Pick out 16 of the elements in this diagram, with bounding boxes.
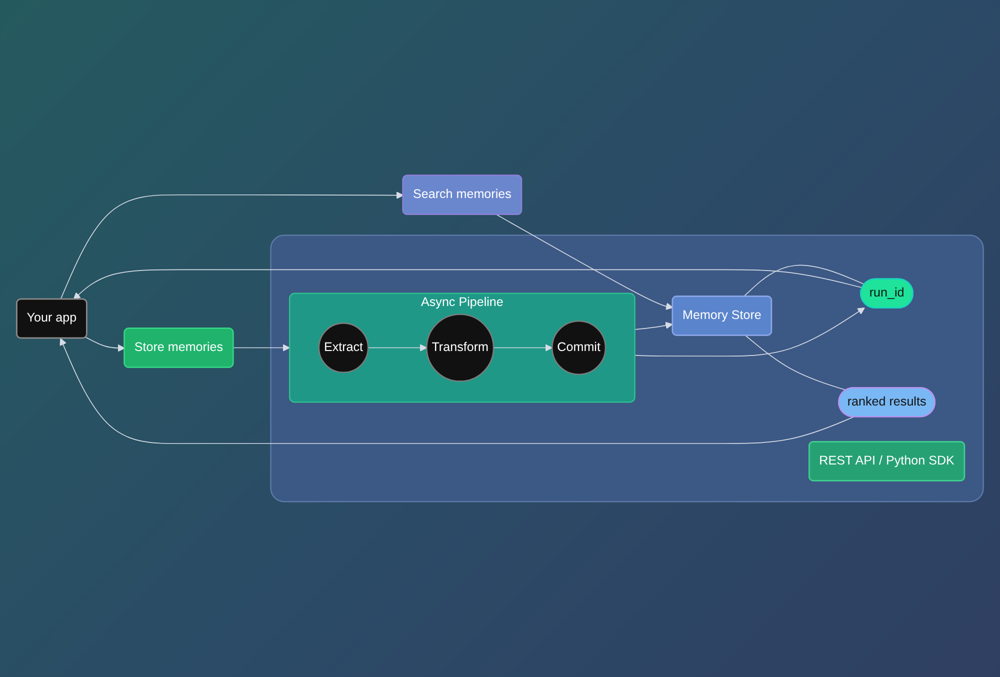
arrow [634, 322, 673, 330]
arrow [493, 344, 552, 352]
arrow [73, 269, 863, 300]
arrow [85, 336, 126, 352]
arrow [634, 307, 865, 357]
arrow [496, 214, 674, 310]
node-circle: Transform [426, 314, 494, 382]
node-circle: Commit [552, 320, 606, 376]
connector [745, 335, 847, 391]
arrow [368, 344, 428, 352]
arrow [60, 192, 404, 300]
arrow [232, 344, 290, 352]
cluster [270, 234, 984, 502]
connector [743, 264, 866, 298]
node-circle: Extract [318, 322, 369, 373]
arrow [60, 338, 854, 444]
